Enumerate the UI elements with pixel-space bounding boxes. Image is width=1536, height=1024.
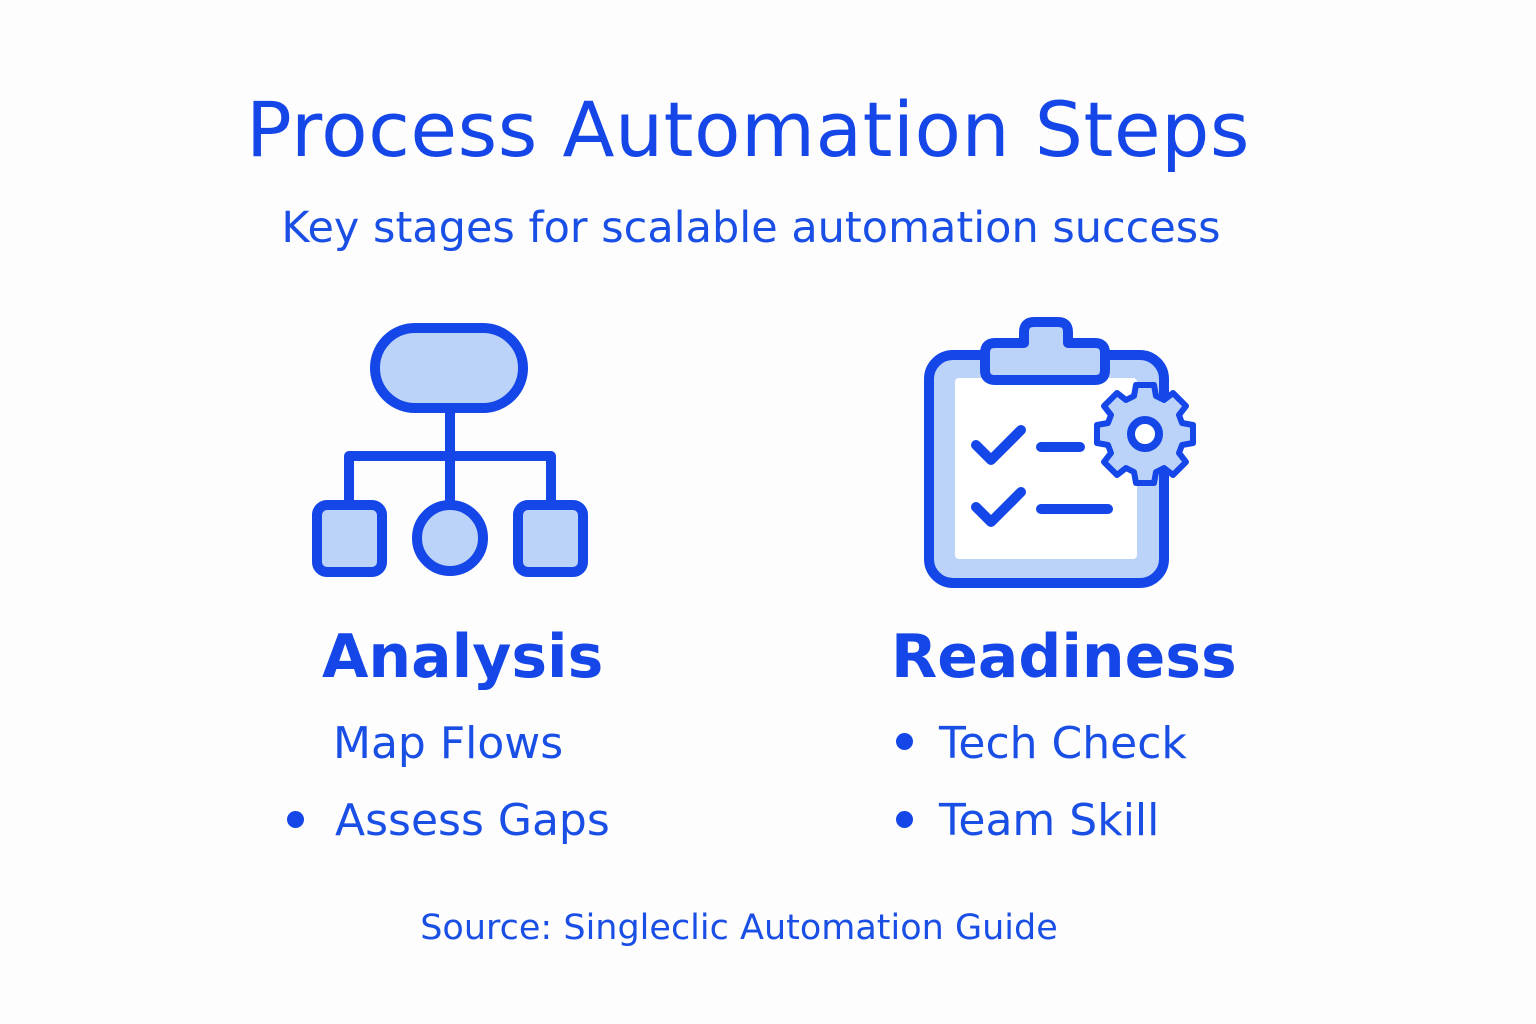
list-item-assess-gaps: Assess Gaps (335, 795, 610, 846)
gear-icon (1094, 382, 1196, 486)
stage-title-readiness: Readiness (891, 622, 1237, 692)
flowchart-center-node (412, 500, 488, 576)
check-mark-1 (971, 425, 1026, 465)
bullet-dot (287, 811, 304, 828)
flowchart-right-node (513, 500, 588, 577)
page-subtitle: Key stages for scalable automation succe… (281, 203, 1221, 253)
bullet-dot (896, 733, 913, 750)
list-item-team-skill: Team Skill (939, 795, 1160, 846)
flowchart-top-node (370, 323, 528, 413)
flowchart-left-node (312, 500, 387, 577)
list-item-tech-check: Tech Check (939, 718, 1187, 769)
list-item-map-flows: Map Flows (333, 718, 564, 769)
check-mark-2 (971, 487, 1026, 527)
bullet-dot (896, 811, 913, 828)
source-note: Source: Singleclic Automation Guide (420, 908, 1058, 948)
flowchart-icon (312, 323, 588, 577)
clipboard-clip (980, 317, 1110, 385)
clipboard-gear-icon (924, 317, 1196, 588)
stage-title-analysis: Analysis (322, 622, 604, 692)
page-title: Process Automation Steps (246, 85, 1250, 174)
